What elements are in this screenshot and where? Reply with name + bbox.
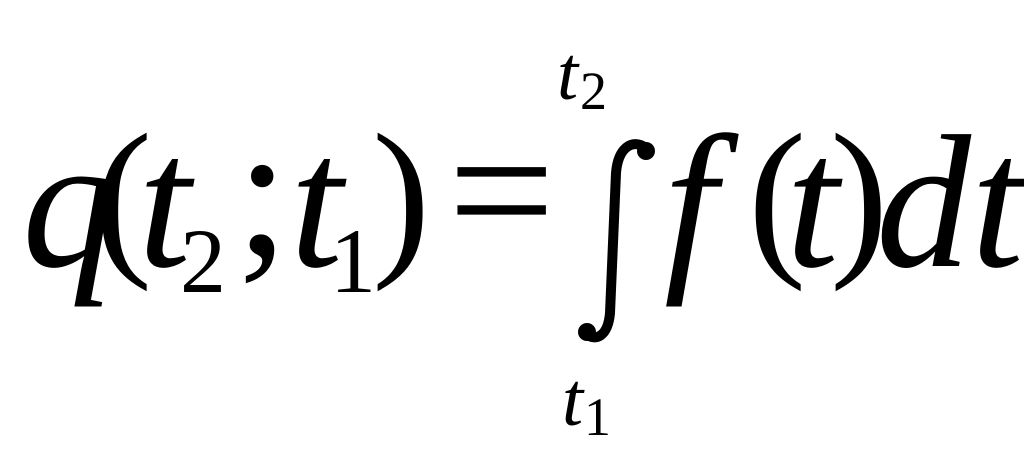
lhs-arg1-subscript: 2 xyxy=(180,210,226,312)
rhs-open-paren: ( xyxy=(748,98,807,292)
lhs-open-paren: ( xyxy=(94,98,153,292)
lower-limit-variable: t xyxy=(562,358,584,442)
integrand-variable: t xyxy=(786,98,839,308)
upper-limit-variable: t xyxy=(557,32,579,116)
upper-limit-subscript: 2 xyxy=(580,61,607,121)
lhs-arg2-variable: t xyxy=(290,98,343,308)
function-q: q xyxy=(22,98,117,308)
lhs-separator: ; xyxy=(236,86,289,296)
lhs-arg2-subscript: 1 xyxy=(330,210,376,312)
integral-sign-icon xyxy=(578,139,655,343)
rhs-close-paren: ) xyxy=(830,98,889,292)
differential-dt: dt xyxy=(876,98,1024,308)
lhs-arg1-variable: t xyxy=(138,98,191,308)
lower-limit-subscript: 1 xyxy=(584,387,611,447)
lhs-close-paren: ) xyxy=(372,98,431,292)
equals-sign: = xyxy=(448,86,556,296)
integrand-function-f: f xyxy=(664,98,717,308)
